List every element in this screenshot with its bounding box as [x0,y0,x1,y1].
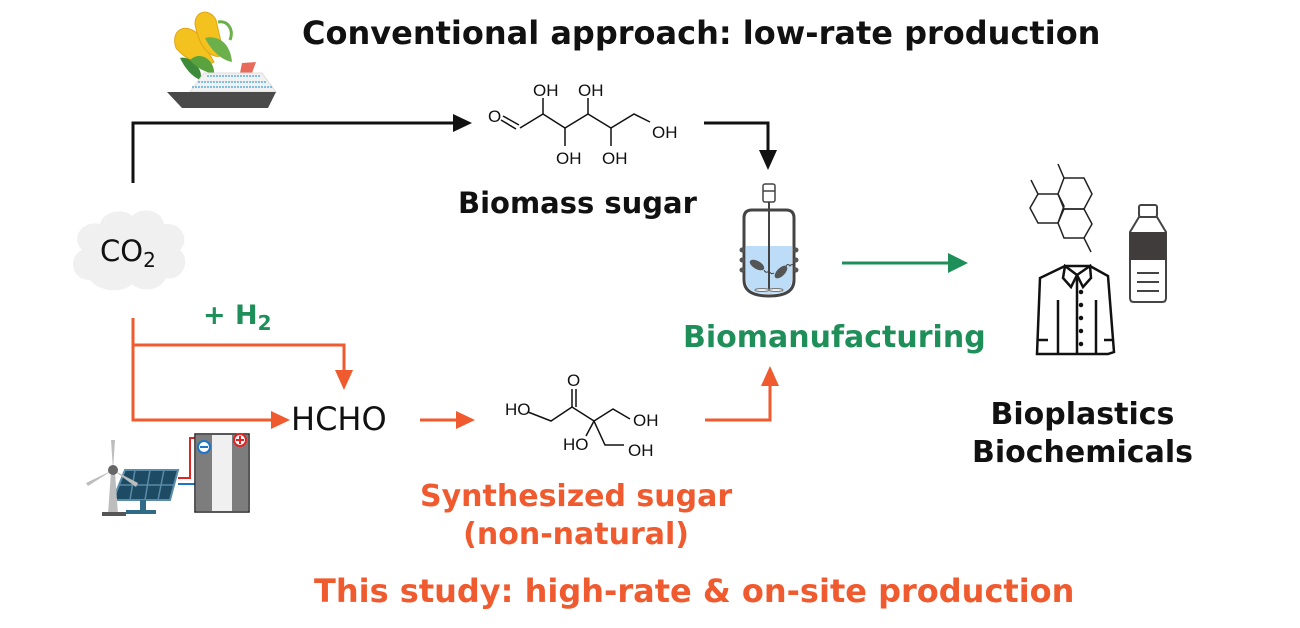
bottle-icon [1129,204,1167,303]
chem-ho: HO [505,400,531,419]
h2-text: + H [203,300,258,331]
chem-oh: OH [602,149,628,168]
chem-oh: OH [578,81,604,100]
cloud-icon [72,210,186,291]
synthesized-sugar-line2: (non-natural) [463,517,689,552]
co2-subscript: 2 [143,248,156,272]
shirt-icon [1035,263,1116,356]
products-label: Bioplastics Biochemicals [972,396,1193,472]
biomanufacturing-label: Biomanufacturing [683,320,986,355]
chem-o: O [488,107,501,126]
this-study-arrows [131,318,779,429]
chem-o: O [567,371,580,390]
this-study-title: This study: high-rate & on-site producti… [314,572,1075,610]
product-arrow [842,253,968,273]
chem-oh: OH [652,123,678,142]
chem-ho: HO [563,435,589,454]
chem-oh: OH [556,149,582,168]
molecule-icon [1029,163,1093,253]
chem-oh: OH [633,411,659,430]
biomass-sugar-label: Biomass sugar [458,186,697,220]
synthesized-sugar-line1: Synthesized sugar [420,479,733,514]
electrolyzer-icon [178,433,250,513]
solar-panel-icon [111,469,180,514]
h2-label: + H2 [203,300,272,335]
chem-oh: OH [533,81,559,100]
h2-subscript: 2 [257,311,272,335]
co2-label: CO2 [100,234,156,272]
corn-icon [174,11,233,80]
wind-turbine-icon [86,440,138,516]
chem-oh: OH [628,441,654,460]
bioreactor-icon [739,183,799,298]
conventional-title: Conventional approach: low-rate producti… [302,14,1101,52]
synthesized-sugar-label: Synthesized sugar (non-natural) [420,478,732,554]
synthesized-sugar-structure: O HO OH HO OH [505,371,659,460]
products-line1: Bioplastics [990,397,1175,432]
products-line2: Biochemicals [972,435,1193,470]
glucose-structure: O OH OH OH OH OH [488,81,678,168]
co2-text: CO [100,234,144,268]
conventional-arrow [131,114,777,183]
hcho-label: HCHO [291,400,387,438]
ship-icon [167,62,277,108]
